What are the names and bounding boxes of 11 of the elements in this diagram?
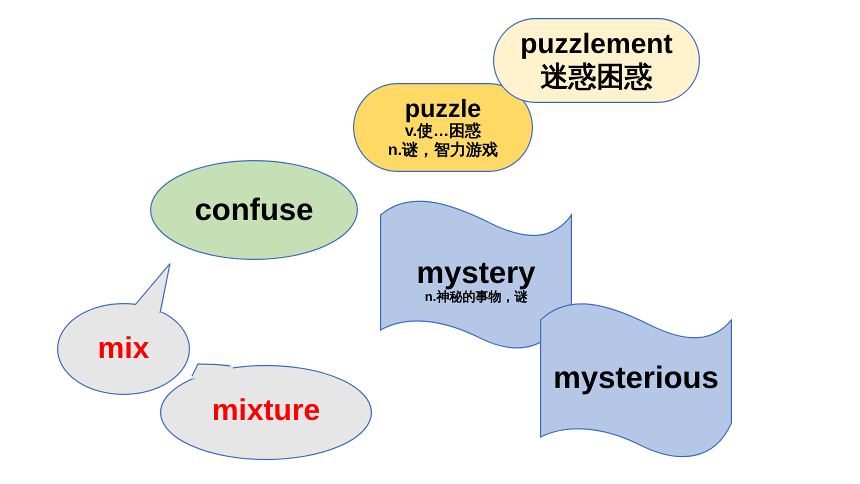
word-label: puzzlement [520, 28, 673, 60]
word-label: mixture [212, 394, 320, 429]
word-label: mystery [416, 254, 536, 290]
meaning-label: n.谜，智力游戏 [388, 142, 498, 160]
meaning-label: 迷惑困惑 [540, 60, 652, 93]
meaning-label: v.使…困惑 [404, 123, 482, 142]
meaning-label: n.神秘的事物，谜 [424, 290, 528, 306]
word-label: puzzle [404, 94, 482, 123]
word-label: mysterious [553, 360, 719, 396]
word-label: mix [98, 332, 150, 366]
word-label: confuse [194, 192, 314, 228]
